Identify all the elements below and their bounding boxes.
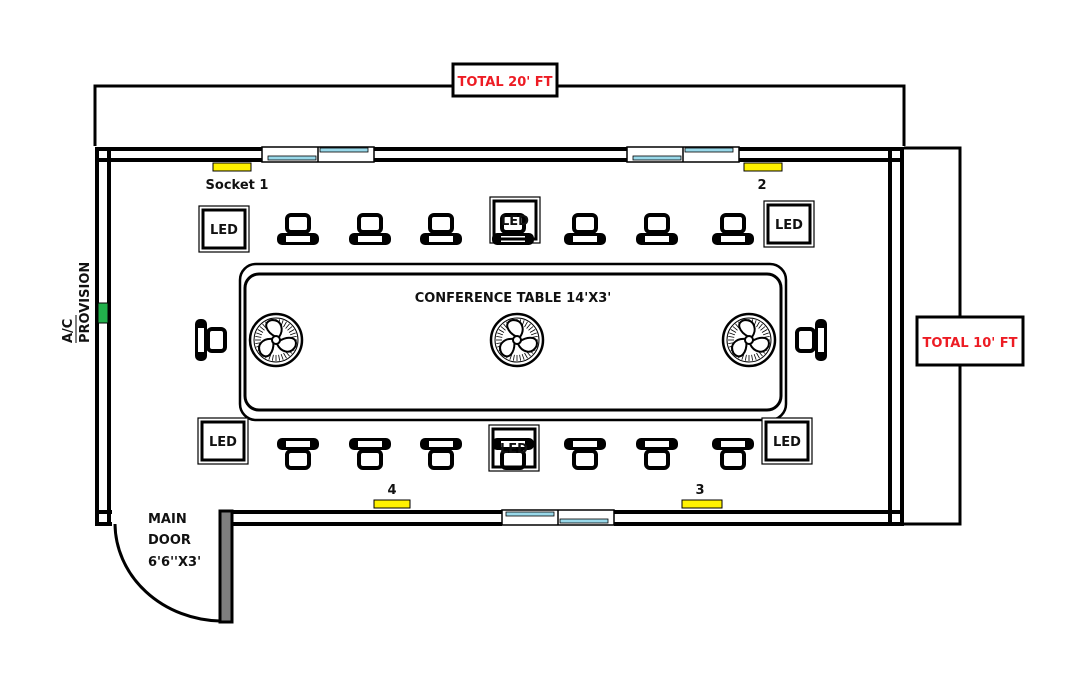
ac-label: A/C PROVISION — [61, 262, 93, 343]
length-label-text: TOTAL 20' FT — [458, 75, 553, 90]
led-top-center: LED — [489, 196, 541, 244]
led-label: LED — [209, 435, 237, 450]
chairs — [195, 213, 827, 470]
led-label: LED — [773, 435, 801, 450]
window-top-right — [626, 146, 740, 163]
chair-top-7 — [712, 213, 754, 245]
socket-2-label: 2 — [757, 178, 766, 193]
window-top-left — [261, 146, 375, 163]
socket-1-label: Socket 1 — [206, 178, 269, 193]
door-label-line1: MAIN — [148, 512, 187, 527]
ac-label-line1: A/C — [61, 319, 76, 343]
door-label-line2: DOOR — [148, 533, 191, 548]
chair-top-2 — [349, 213, 391, 245]
chair-top-3 — [420, 213, 462, 245]
chair-right-end — [795, 319, 827, 361]
led-label: LED — [775, 218, 803, 233]
socket-4 — [373, 499, 411, 509]
led-label: LED — [210, 223, 238, 238]
ceiling-fan-center — [489, 312, 545, 368]
walls — [95, 147, 904, 526]
chair-top-1 — [277, 213, 319, 245]
led-label: LED — [501, 214, 529, 229]
led-top-right: LED — [763, 200, 815, 248]
chair-bottom-1 — [277, 438, 319, 470]
led-top-left: LED — [198, 205, 250, 253]
ac-label-line2: PROVISION — [78, 262, 93, 343]
chair-top-6 — [636, 213, 678, 245]
main-door — [113, 509, 234, 624]
ac-unit — [97, 302, 109, 324]
chair-bottom-5 — [564, 438, 606, 470]
table-label: CONFERENCE TABLE 14'X3' — [415, 291, 612, 306]
fans — [248, 312, 777, 368]
chair-left-end — [195, 319, 227, 361]
chair-bottom-6 — [636, 438, 678, 470]
chair-top-5 — [564, 213, 606, 245]
ceiling-fan-left — [248, 312, 304, 368]
door-label-line3: 6'6''X3' — [148, 555, 201, 570]
socket-3 — [681, 499, 723, 509]
socket-4-label: 4 — [387, 483, 396, 498]
socket-3-label: 3 — [695, 483, 704, 498]
socket-2 — [743, 162, 783, 172]
led-bottom-left: LED — [197, 417, 249, 465]
width-dimension-label: TOTAL 10' FT — [915, 315, 1025, 367]
width-label-text: TOTAL 10' FT — [923, 336, 1018, 351]
chair-bottom-3 — [420, 438, 462, 470]
led-bottom-right: LED — [761, 417, 813, 465]
socket-1 — [212, 162, 252, 172]
led-label: LED — [500, 442, 528, 457]
chair-bottom-4 — [492, 438, 534, 470]
window-bottom — [501, 509, 615, 526]
length-dimension-label: TOTAL 20' FT — [451, 62, 559, 98]
led-lights: LED LED LED LED LED LED — [197, 196, 815, 472]
led-bottom-center: LED — [488, 424, 540, 472]
chair-bottom-7 — [712, 438, 754, 470]
ceiling-fan-right — [721, 312, 777, 368]
chair-bottom-2 — [349, 438, 391, 470]
